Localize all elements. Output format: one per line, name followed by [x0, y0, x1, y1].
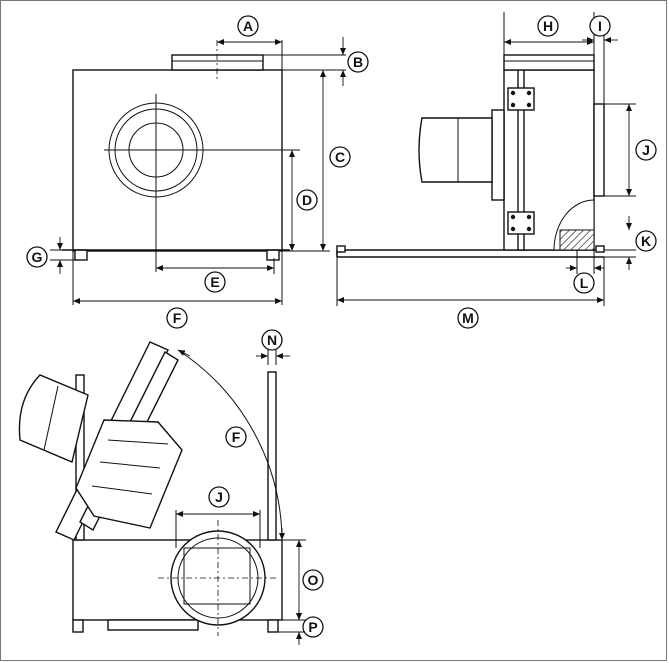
- label-m: M: [457, 307, 479, 329]
- svg-text:I: I: [598, 18, 602, 34]
- svg-text:J: J: [215, 489, 223, 505]
- svg-text:K: K: [641, 233, 651, 249]
- bottom-view: [18, 341, 306, 645]
- front-housing: [72, 69, 283, 252]
- label-a: A: [237, 15, 259, 37]
- label-j-side: J: [635, 139, 657, 161]
- front-view: [50, 37, 346, 305]
- label-g: G: [26, 246, 48, 268]
- side-motor: [418, 117, 493, 183]
- bottom-collar: [107, 619, 199, 631]
- svg-text:F: F: [232, 429, 241, 445]
- side-outlet-ring: [593, 103, 605, 197]
- arc-f: [177, 349, 283, 541]
- label-n: N: [261, 329, 283, 351]
- label-l: L: [573, 272, 595, 294]
- label-p: P: [302, 616, 324, 638]
- label-h: H: [537, 15, 559, 37]
- label-k: K: [635, 230, 657, 252]
- svg-text:J: J: [642, 142, 650, 158]
- bottom-vertical-post: [267, 371, 277, 541]
- svg-text:L: L: [580, 275, 589, 291]
- bottom-tilted-assembly: [18, 341, 183, 541]
- svg-text:C: C: [335, 149, 345, 165]
- label-b: B: [347, 51, 369, 73]
- svg-text:H: H: [543, 18, 553, 34]
- label-j-bottom: J: [208, 486, 230, 508]
- motor-flange: [491, 109, 505, 201]
- label-c: C: [329, 146, 351, 168]
- svg-text:F: F: [173, 310, 182, 326]
- svg-text:A: A: [243, 18, 253, 34]
- svg-text:B: B: [353, 54, 363, 70]
- svg-text:P: P: [308, 619, 317, 635]
- label-e: E: [204, 271, 226, 293]
- svg-text:D: D: [302, 192, 312, 208]
- svg-text:E: E: [210, 274, 219, 290]
- bottom-motor: [18, 374, 89, 463]
- front-foot-right: [266, 249, 280, 261]
- side-top-flange: [503, 54, 595, 71]
- side-view: [336, 12, 636, 306]
- label-i: I: [589, 15, 611, 37]
- svg-text:O: O: [308, 572, 319, 588]
- label-o: O: [302, 569, 324, 591]
- svg-text:M: M: [462, 310, 474, 326]
- side-hatched-section: [559, 229, 595, 251]
- svg-text:G: G: [32, 249, 43, 265]
- front-foot-left: [74, 249, 88, 261]
- label-d: D: [296, 189, 318, 211]
- svg-text:N: N: [267, 332, 277, 348]
- front-outlet-collar: [171, 54, 264, 71]
- label-f-front: F: [166, 307, 188, 329]
- label-f-arc: F: [225, 426, 247, 448]
